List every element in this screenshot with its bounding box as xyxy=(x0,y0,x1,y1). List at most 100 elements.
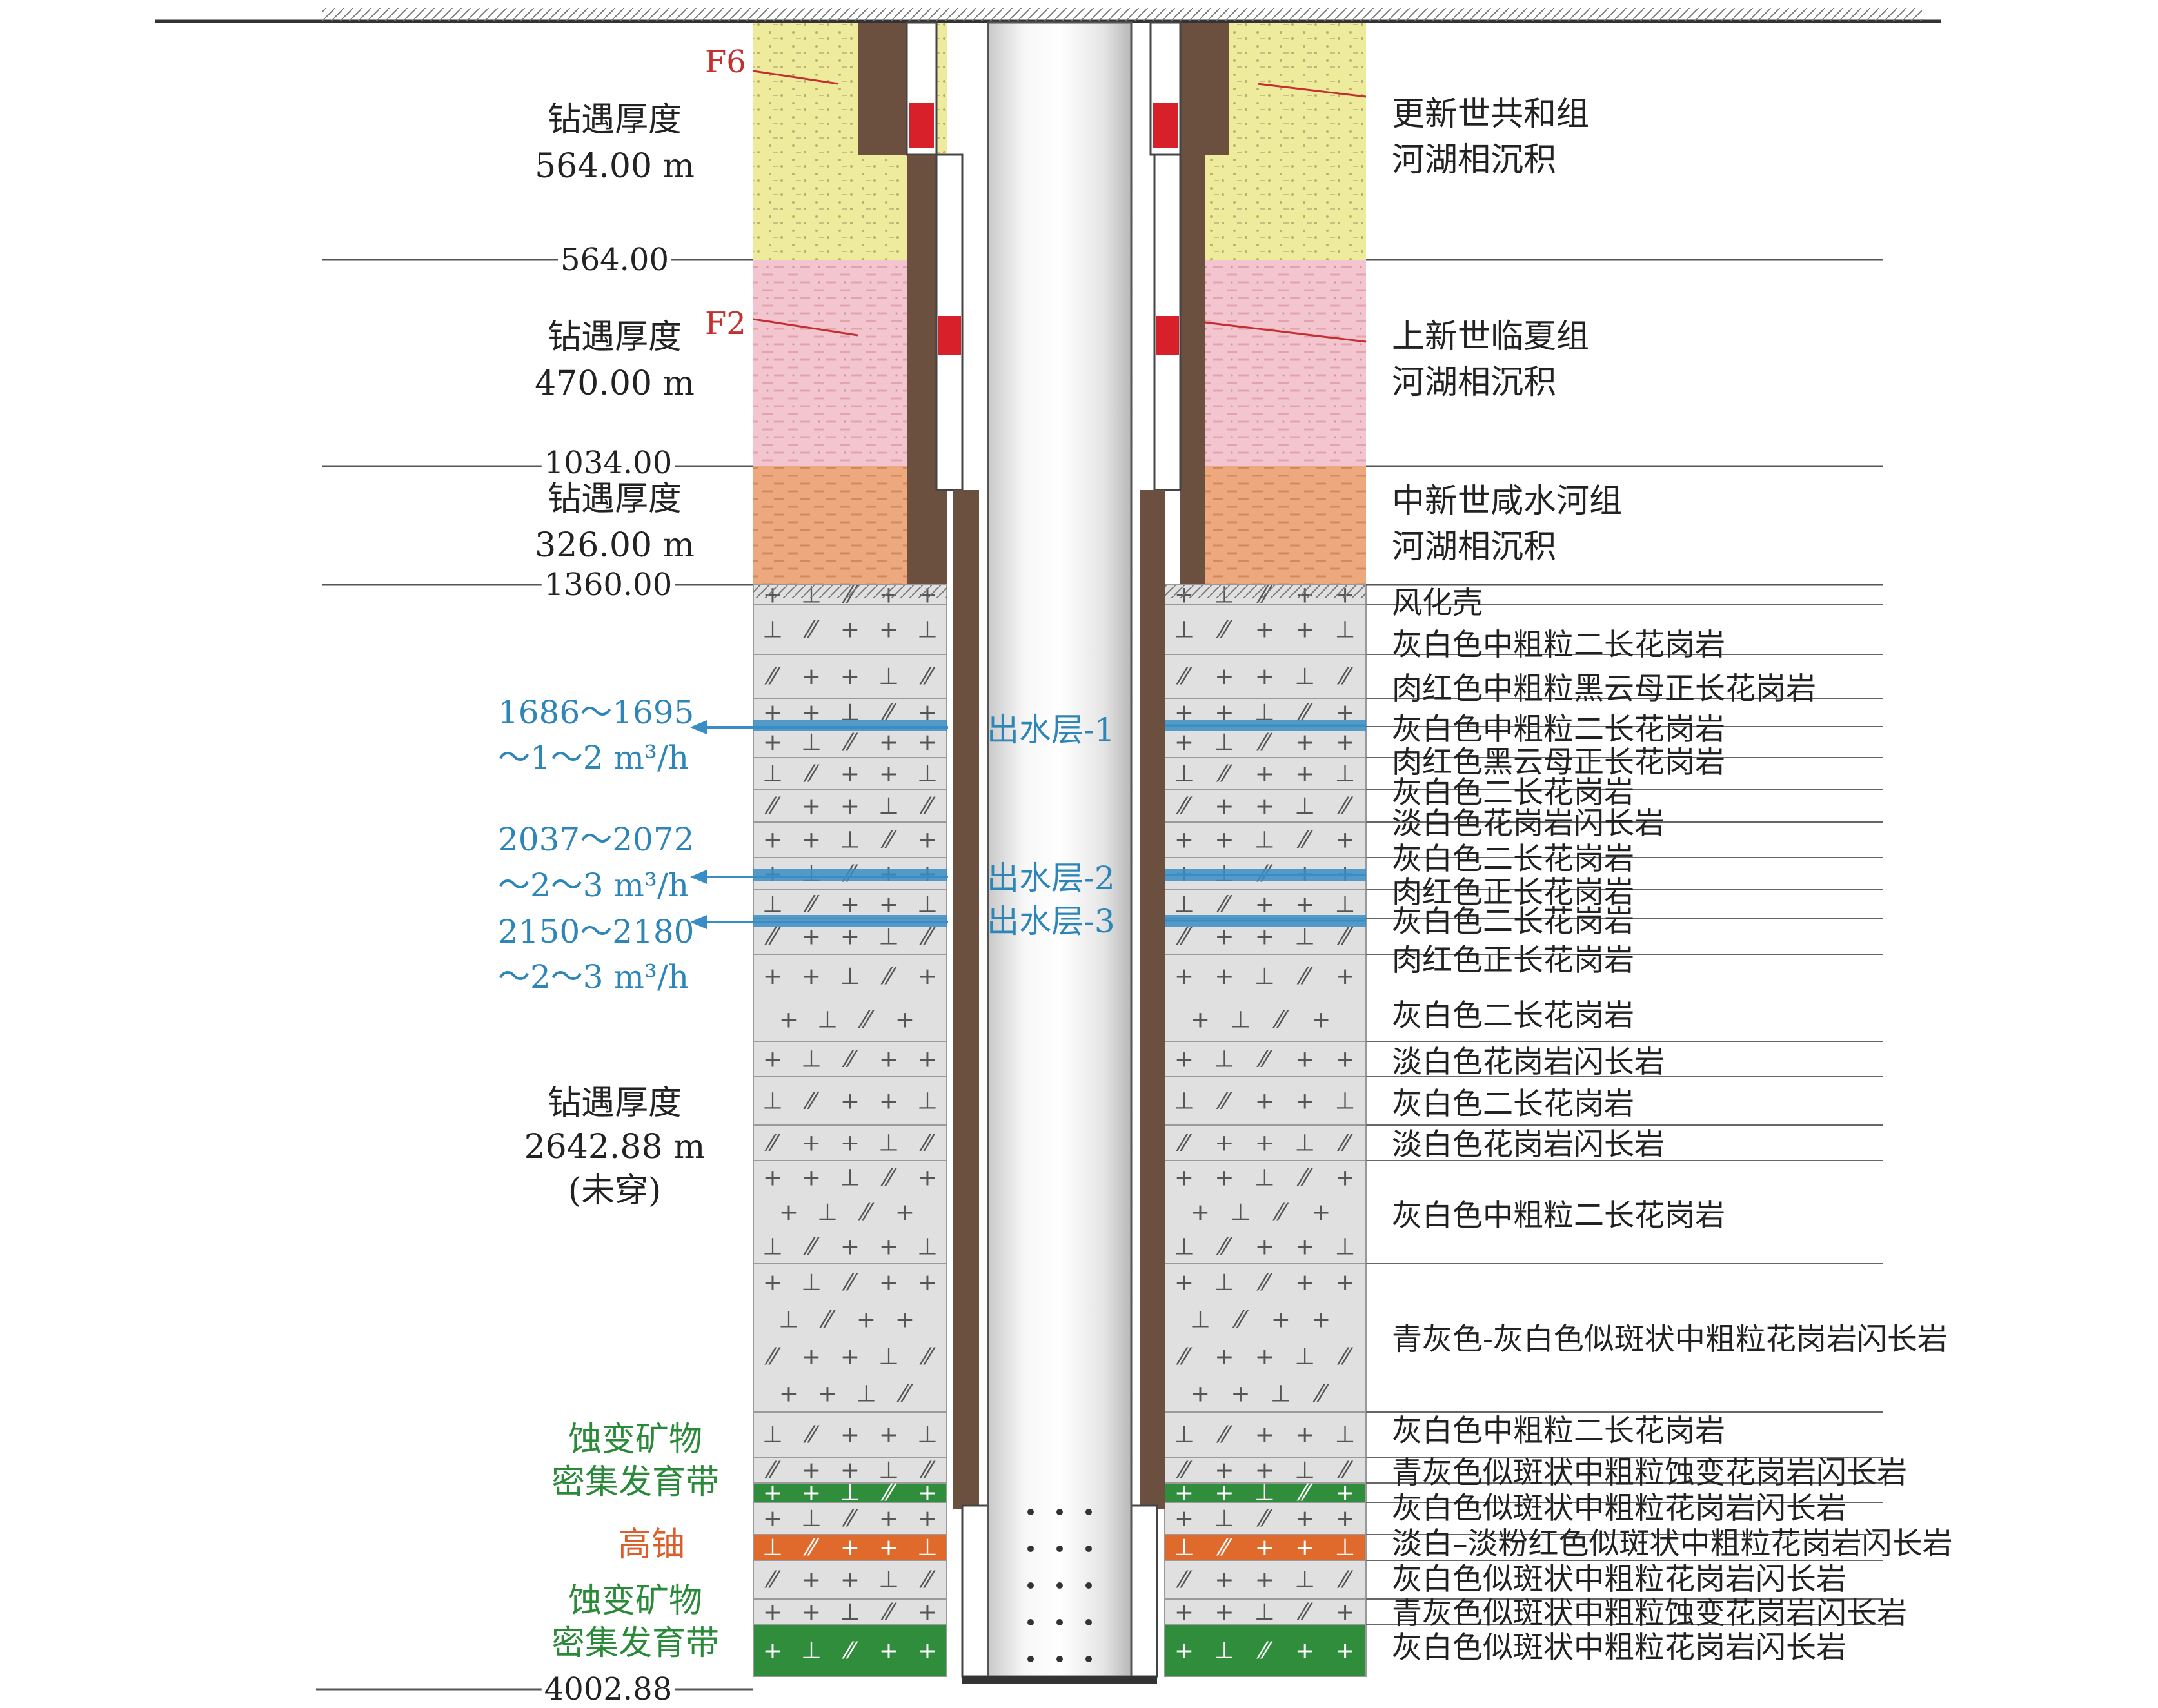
rock-glyph: + xyxy=(895,1006,915,1033)
rock-glyph: + xyxy=(1255,1422,1274,1448)
rock-glyph: + xyxy=(879,729,898,756)
rock-glyph: ⊥ xyxy=(762,1422,782,1448)
lithology-label-15: 灰白色中粗粒二长花岗岩 xyxy=(1392,1198,1725,1233)
perforation-dot xyxy=(1027,1619,1034,1625)
lithology-label-4: 肉红色黑云母正长花岗岩 xyxy=(1392,745,1725,780)
rock-glyph: ⊥ xyxy=(1254,1599,1274,1625)
water-inflow-1-rate: ～1～2 m³/h xyxy=(498,739,689,776)
rock-glyph: ⊥ xyxy=(762,1088,782,1115)
rock-glyph: + xyxy=(1214,924,1234,950)
rock-glyph: + xyxy=(779,1380,798,1407)
rock-glyph: ⊥ xyxy=(801,1506,821,1532)
lithology-label-1: 灰白色中粗粒二长花岗岩 xyxy=(1392,627,1725,663)
rock-glyph: ⊥ xyxy=(1295,1344,1315,1370)
rock-glyph: + xyxy=(763,827,782,854)
rock-glyph: + xyxy=(1295,1422,1314,1448)
layer-separator-lines xyxy=(1366,604,1883,1625)
rock-glyph: + xyxy=(918,1270,937,1296)
granite-layer-18-left xyxy=(753,1457,947,1484)
rock-glyph: ⊥ xyxy=(1335,892,1355,918)
rock-glyph: + xyxy=(1295,761,1314,787)
rock-glyph: ⊥ xyxy=(1295,663,1315,690)
rock-glyph: + xyxy=(840,1233,860,1260)
rock-glyph: + xyxy=(1174,1599,1194,1625)
rock-glyph: + xyxy=(1255,1567,1274,1593)
rock-glyph: ⊥ xyxy=(917,617,937,643)
rock-glyph: ⊥ xyxy=(1254,1165,1274,1192)
rock-glyph: + xyxy=(1174,729,1194,756)
granite-layer-12-right xyxy=(1164,1041,1367,1077)
water-inflow-2-depth: 2037～2072 xyxy=(498,821,695,858)
rock-glyph: + xyxy=(1311,1199,1331,1226)
rock-glyph: + xyxy=(879,761,898,787)
lithology-label-18: 青灰色似斑状中粗粒蚀变花岗岩闪长岩 xyxy=(1392,1455,1907,1491)
rock-glyph: + xyxy=(879,1270,898,1296)
water-layer-3-label: 出水层-3 xyxy=(987,903,1115,940)
rock-glyph: + xyxy=(879,1506,898,1532)
rock-glyph: ⊥ xyxy=(817,1006,837,1033)
perforation-dot xyxy=(1027,1656,1034,1662)
formation-name-3: 中新世咸水河组河湖相沉积 xyxy=(1392,482,1623,566)
rock-glyph: + xyxy=(1174,827,1194,854)
granite-layer-9-left xyxy=(753,889,947,919)
perforation-dot xyxy=(1056,1619,1063,1625)
rock-glyph: + xyxy=(1214,1130,1234,1157)
rock-glyph: + xyxy=(1255,924,1274,950)
rock-glyph: + xyxy=(1295,1088,1314,1115)
granite-layer-21-left xyxy=(753,1534,947,1561)
rock-glyph: + xyxy=(1231,1380,1250,1407)
rock-glyph: ⊥ xyxy=(801,1046,821,1073)
rock-glyph: ⊥ xyxy=(1335,617,1355,643)
perforation-dot xyxy=(1027,1546,1034,1552)
rock-glyph: + xyxy=(779,1199,798,1226)
thickness-label-granite: 钻遇厚度 2642.88 m (未穿) xyxy=(524,1084,706,1210)
granite-layer-4-right xyxy=(1164,726,1367,758)
rock-glyph: + xyxy=(1214,1567,1234,1593)
rock-glyph: + xyxy=(879,1535,898,1561)
rock-glyph: + xyxy=(802,793,821,820)
water-inflow-3-depth: 2150～2180 xyxy=(498,913,695,950)
rock-glyph: ⊥ xyxy=(1214,729,1234,756)
rock-glyph: ⊥ xyxy=(840,1599,860,1625)
lithology-label-10: 肉红色正长花岗岩 xyxy=(1392,943,1634,978)
rock-glyph: + xyxy=(1214,793,1234,820)
rock-glyph: ⊥ xyxy=(1271,1380,1291,1407)
rock-glyph: ⊥ xyxy=(878,663,898,690)
rock-glyph: ⊥ xyxy=(762,892,782,918)
perforation-dot xyxy=(1085,1656,1092,1662)
rock-glyph: ⊥ xyxy=(1295,1457,1315,1484)
perforation-dot xyxy=(1056,1509,1063,1515)
rock-glyph: + xyxy=(918,1506,937,1532)
rock-glyph: ⊥ xyxy=(878,1130,898,1157)
rock-glyph: + xyxy=(918,729,937,756)
rock-glyph: + xyxy=(879,1638,898,1664)
lithology-label-2: 肉红色中粗粒黑云母正长花岗岩 xyxy=(1392,671,1816,707)
depth-marker-1360: 1360.00 xyxy=(541,569,675,600)
granite-layer-15-left xyxy=(753,1160,947,1264)
rock-glyph: + xyxy=(1255,1535,1274,1561)
rock-glyph: + xyxy=(879,1088,898,1115)
granite-layer-22-right xyxy=(1164,1560,1367,1600)
granite-layer-6-right xyxy=(1164,789,1367,823)
rock-glyph: + xyxy=(840,892,860,918)
rock-glyph: + xyxy=(1295,1638,1314,1664)
rock-glyph: ⊥ xyxy=(1214,1506,1234,1532)
rock-glyph: ⊥ xyxy=(1190,1306,1210,1333)
rock-glyph: ⊥ xyxy=(1231,1006,1251,1033)
rock-glyph: ⊥ xyxy=(1214,1046,1234,1073)
granite-layer-14-left xyxy=(753,1124,947,1161)
rock-glyph: ⊥ xyxy=(1174,1535,1194,1561)
rock-glyph: ⊥ xyxy=(1231,1199,1251,1226)
rock-glyph: + xyxy=(802,1457,821,1484)
rock-glyph: + xyxy=(802,1344,821,1370)
rock-glyph: + xyxy=(1255,617,1274,643)
rock-glyph: + xyxy=(779,1006,798,1033)
water-layer-1-label: 出水层-1 xyxy=(987,711,1115,749)
water-inflow-3-rate: ～2～3 m³/h xyxy=(498,958,689,996)
rock-glyph: + xyxy=(840,761,860,787)
water-arrowhead-2 xyxy=(690,870,707,884)
granite-layer-16-left xyxy=(753,1263,947,1413)
rock-glyph: + xyxy=(1191,1006,1210,1033)
